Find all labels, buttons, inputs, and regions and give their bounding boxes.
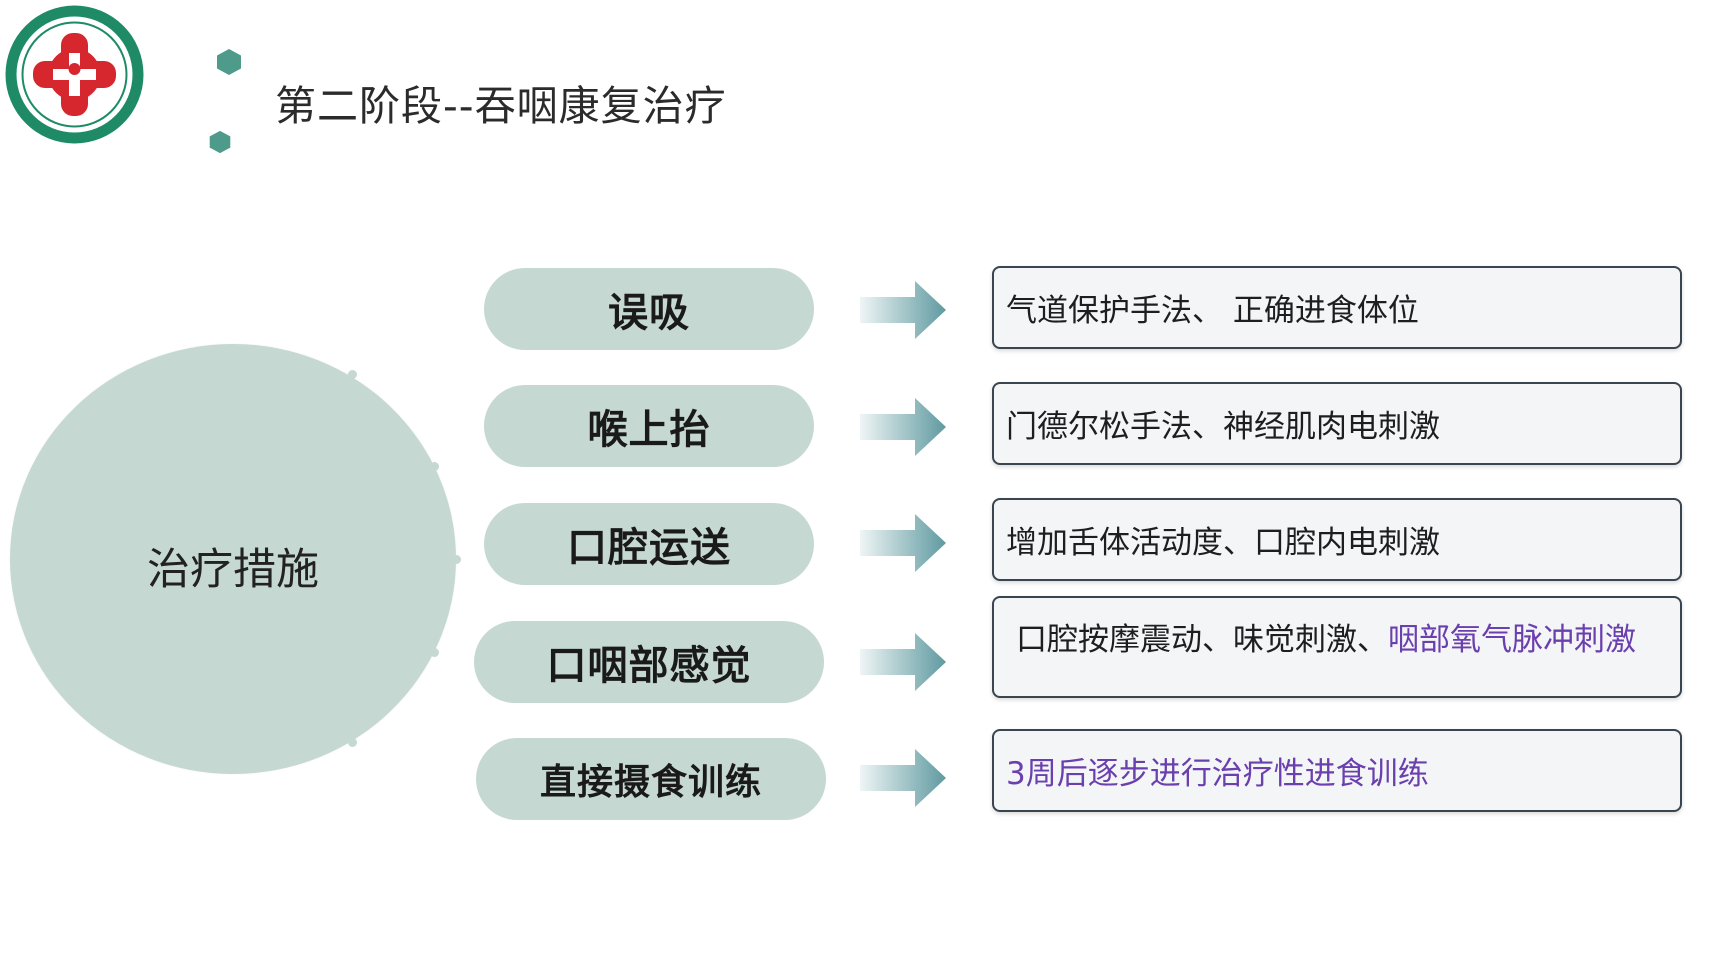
pill-oropharyngeal-sensation: 口咽部感觉 [474,621,824,703]
pill-oral-transport: 口腔运送 [484,503,814,585]
right-arrow-icon [860,633,946,691]
measure-text-highlight: 咽部氧气脉冲刺激 [1388,622,1636,658]
center-circle [10,344,456,774]
circle-connector-dot [430,462,439,471]
measure-text: 门德尔松手法、神经肌肉电刺激 [1006,409,1440,445]
measure-text-highlight: 3周后逐步进行治疗性进食训练 [1006,756,1429,792]
pill-aspiration: 误吸 [484,268,814,350]
right-arrow-icon [860,749,946,807]
hexagon-bullet-icon [217,49,241,75]
circle-connector-dot [348,370,357,379]
measure-text: 口腔按摩震动、味觉刺激、 [1016,622,1388,658]
measure-box-oropharyngeal-sensation: 口腔按摩震动、味觉刺激、咽部氧气脉冲刺激 [992,596,1682,698]
right-arrow-icon [860,398,946,456]
measure-text: 增加舌体活动度、口腔内电刺激 [1006,525,1440,561]
pill-direct-feeding-training: 直接摄食训练 [476,738,826,820]
page-title: 第二阶段--吞咽康复治疗 [275,82,727,130]
circle-connector-dot [452,555,461,564]
hexagon-bullet-icon [209,130,231,154]
measure-box-oral-transport: 增加舌体活动度、口腔内电刺激 [992,498,1682,581]
measure-text: 气道保护手法、 正确进食体位 [1006,293,1419,329]
pill-laryngeal-elevation: 喉上抬 [484,385,814,467]
right-arrow-icon [860,281,946,339]
circle-connector-dot [348,738,357,747]
circle-connector-dot [430,648,439,657]
measure-box-laryngeal-elevation: 门德尔松手法、神经肌肉电刺激 [992,382,1682,465]
right-arrow-icon [860,514,946,572]
measure-box-aspiration: 气道保护手法、 正确进食体位 [992,266,1682,349]
measure-box-direct-feeding-training: 3周后逐步进行治疗性进食训练 [992,729,1682,812]
center-circle-label: 治疗措施 [147,545,319,595]
hospital-logo [5,5,144,144]
